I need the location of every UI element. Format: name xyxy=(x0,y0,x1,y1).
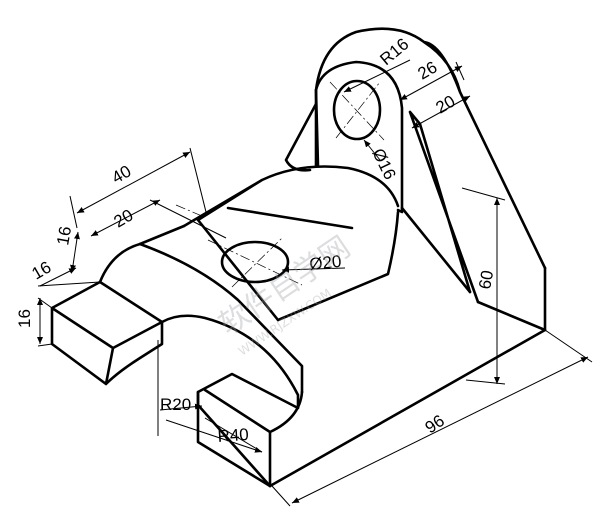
dim-16-upper: 16 xyxy=(53,225,75,247)
dim-16-lower: 16 xyxy=(15,309,34,328)
dim-r16: R16 xyxy=(376,34,412,69)
dim-20-right: 20 xyxy=(433,92,459,118)
left-lug xyxy=(50,280,164,386)
watermark: 软件自学网 WWW.RJZXW.COM xyxy=(213,230,357,359)
boss-hole xyxy=(332,79,382,141)
dim-phi20: Ø20 xyxy=(308,252,342,274)
rib-body-line xyxy=(400,206,547,332)
rib-left xyxy=(284,102,318,172)
dim-r40: R40 xyxy=(217,425,249,446)
upright-front-face xyxy=(314,60,404,214)
top-hole xyxy=(220,240,290,284)
dim-20-top: 20 xyxy=(111,206,137,232)
dim-r20: R20 xyxy=(160,395,191,414)
dimension-labels: R16 26 20 Ø16 40 20 16 16 16 Ø20 60 R20 … xyxy=(15,34,497,446)
saddle-body xyxy=(98,224,300,488)
top-plate xyxy=(182,165,400,322)
dim-60: 60 xyxy=(475,269,497,291)
rib-right xyxy=(408,110,480,304)
dim-96: 96 xyxy=(422,411,448,437)
arch-front xyxy=(138,242,304,394)
saddle-top-right xyxy=(226,206,400,322)
dimension-lines xyxy=(37,59,593,507)
dim-16-middle: 16 xyxy=(29,258,55,284)
